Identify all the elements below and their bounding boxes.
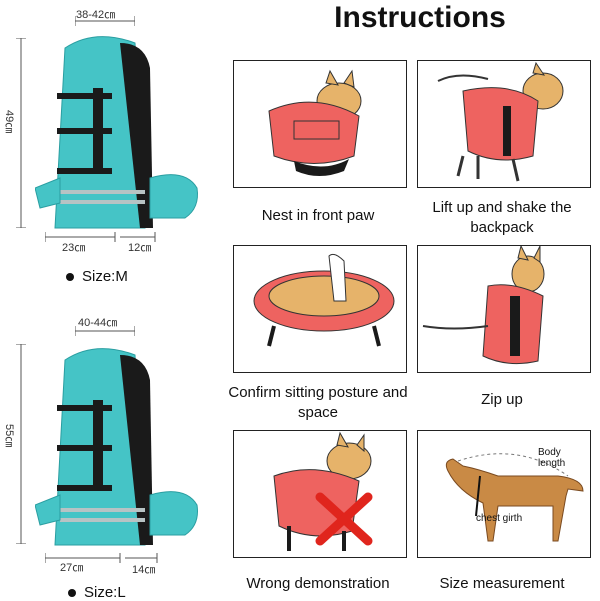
step-caption-6: Size measurement [439, 575, 565, 592]
size-label-l: Size:L [68, 584, 126, 601]
backpack-illustration [35, 36, 198, 229]
page-title: Instructions [334, 1, 506, 34]
top-width-label: 38-42㎝ [76, 9, 116, 21]
dog-illustration [253, 253, 395, 347]
height-label: 55㎝ [3, 424, 15, 448]
bottom-arrows [45, 553, 158, 563]
step-panel-1 [233, 60, 407, 188]
step-caption-2: Lift up and shake the backpack [432, 199, 572, 236]
top-width-arrow [75, 326, 135, 336]
step-caption-4: Zip up [481, 391, 523, 408]
depth-label: 12㎝ [128, 242, 152, 254]
dog-illustration [422, 246, 545, 365]
step-panel-5 [233, 430, 407, 558]
top-width-label: 40-44㎝ [78, 317, 118, 329]
chest-girth-label: chest girth [476, 513, 523, 524]
height-arrow [16, 38, 26, 228]
step-panel-6: Body length chest girth [417, 430, 591, 558]
step-caption-5: Wrong demonstration [246, 575, 390, 592]
depth-label: 14㎝ [132, 564, 156, 576]
dog-illustration [445, 453, 584, 542]
step-caption-3: Confirm sitting posture and space [228, 384, 408, 421]
dog-illustration [437, 61, 564, 182]
bullet-icon [66, 273, 74, 282]
step-panel-3 [233, 245, 407, 373]
backpack-illustration [35, 348, 198, 546]
step-caption-1: Nest in front paw [261, 207, 375, 224]
top-width-arrow [75, 16, 135, 26]
product-m: 38-42㎝ 49㎝ 23㎝ 12㎝ Size:M [0, 0, 230, 300]
red-x-icon [315, 492, 373, 546]
dog-illustration [268, 69, 362, 176]
height-arrow [16, 344, 26, 544]
step-panel-2 [417, 60, 591, 188]
product-l: 40-44㎝ 55㎝ 27㎝ 14㎝ Size:L [0, 300, 230, 601]
bottom-arrows [45, 232, 156, 242]
bottom-width-label: 27㎝ [60, 562, 84, 574]
size-label-m: Size:M [66, 268, 128, 285]
height-label: 49㎝ [3, 110, 15, 134]
body-length-label: Body length [538, 447, 566, 469]
bottom-width-label: 23㎝ [62, 242, 86, 254]
bullet-icon [68, 589, 76, 598]
step-panel-4 [417, 245, 591, 373]
